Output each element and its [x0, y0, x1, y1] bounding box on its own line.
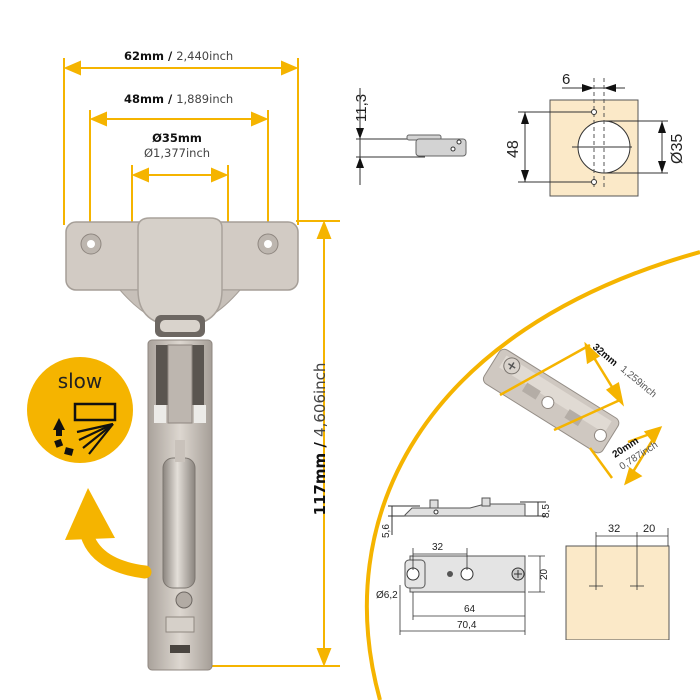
- separator: /: [163, 92, 177, 106]
- drill-edge-offset-dim: 20: [643, 523, 655, 535]
- cup-drilling-drawing: 6 48 Ø35: [505, 71, 686, 197]
- plate-drilling-drawing: 32 20: [565, 523, 670, 640]
- dim-screw-spacing: 48mm / 1,889inch: [124, 92, 233, 106]
- dim-width-total: 62mm / 2,440inch: [124, 49, 233, 63]
- plate-side-view-drawing: 5,6 8,5: [381, 497, 550, 538]
- dim-width-total-mm: 62mm: [124, 49, 164, 63]
- top-inner-length-dim: 64: [464, 604, 476, 615]
- cup-diameter-dim: Ø35: [669, 134, 686, 164]
- top-hole-diameter-dim: Ø6,2: [376, 590, 398, 601]
- plate-thickness-dim: 5,6: [381, 524, 392, 538]
- top-width-dim: 20: [539, 568, 550, 580]
- mounting-plate-image: 32mm 1,259inch 20mm 0,787inch: [482, 341, 663, 486]
- plate-height-dim: 8,5: [541, 504, 550, 518]
- curved-arrow-icon: [65, 488, 152, 579]
- cup-spacing-dim: 48: [505, 140, 522, 158]
- plate-spacing-inch: 1,259inch: [618, 364, 658, 400]
- dim-cup-diameter-inch: Ø1,377inch: [144, 146, 211, 160]
- dim-screw-spacing-inch: 1,889inch: [176, 92, 234, 106]
- dim-cup-diameter: Ø35mm Ø1,377inch: [144, 131, 210, 161]
- side-view-dim: 11,3: [353, 94, 370, 122]
- plate-top-view-drawing: 32 20 Ø6,2 64 70,4: [376, 542, 550, 635]
- top-total-length-dim: 70,4: [457, 620, 477, 631]
- dim-cup-diameter-mm: Ø35mm: [152, 131, 202, 145]
- slow-close-badge: slow: [27, 357, 133, 463]
- soft-close-door-icon: [53, 402, 117, 456]
- top-hole-spacing-dim: 32: [432, 542, 444, 553]
- dim-screw-spacing-mm: 48mm: [124, 92, 164, 106]
- separator: /: [163, 49, 177, 63]
- cup-offset-dim: 6: [562, 71, 570, 88]
- drill-hole-spacing-dim: 32: [608, 523, 620, 535]
- dim-width-total-inch: 2,440inch: [176, 49, 234, 63]
- slow-label: slow: [57, 369, 103, 393]
- hinge-side-view-drawing: 11,3: [353, 88, 467, 185]
